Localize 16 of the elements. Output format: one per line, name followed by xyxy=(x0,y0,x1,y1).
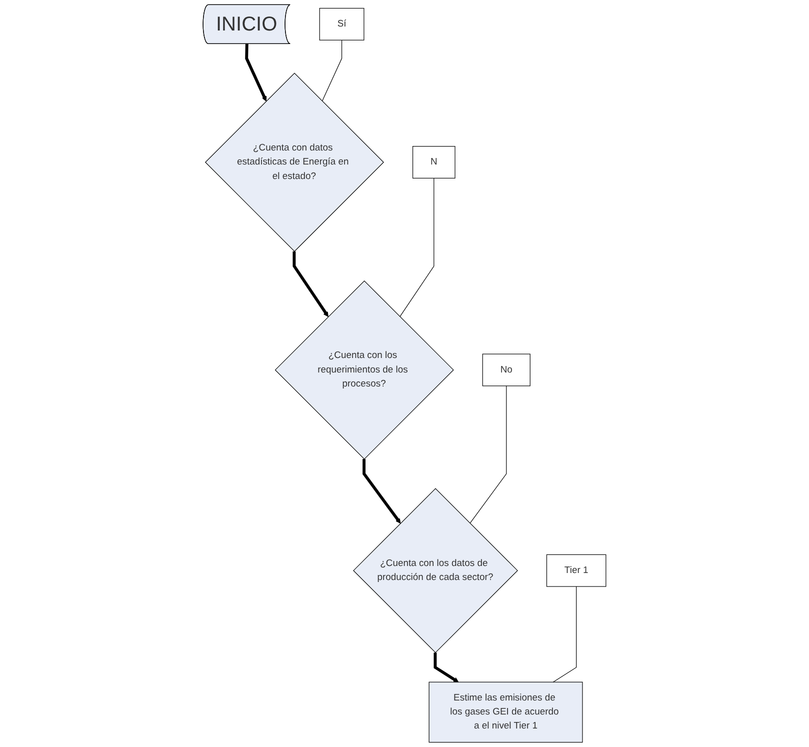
node-box: Estime las emisiones de los gases GEI de acuerdo a el nivel Tier 1 xyxy=(428,682,583,743)
arrow xyxy=(362,459,401,524)
node-box: Tier 1 xyxy=(546,554,606,587)
node-box: Sí xyxy=(319,8,364,40)
node-diamond: ¿Cuenta con los datos de producción de cada sector? xyxy=(353,488,518,653)
arrow xyxy=(292,251,328,317)
node-box: N xyxy=(412,146,456,178)
connector xyxy=(400,178,434,317)
connector xyxy=(552,586,577,682)
node-box: No xyxy=(482,354,530,386)
node-diamond: ¿Cuenta con datos estadísticas de Energía en el estado? xyxy=(204,72,384,252)
connector xyxy=(470,386,507,524)
node-diamond: ¿Cuenta con los requerimientos de los procesos? xyxy=(274,280,454,460)
arrow xyxy=(434,652,459,682)
connector xyxy=(322,40,342,102)
arrow xyxy=(245,44,267,102)
